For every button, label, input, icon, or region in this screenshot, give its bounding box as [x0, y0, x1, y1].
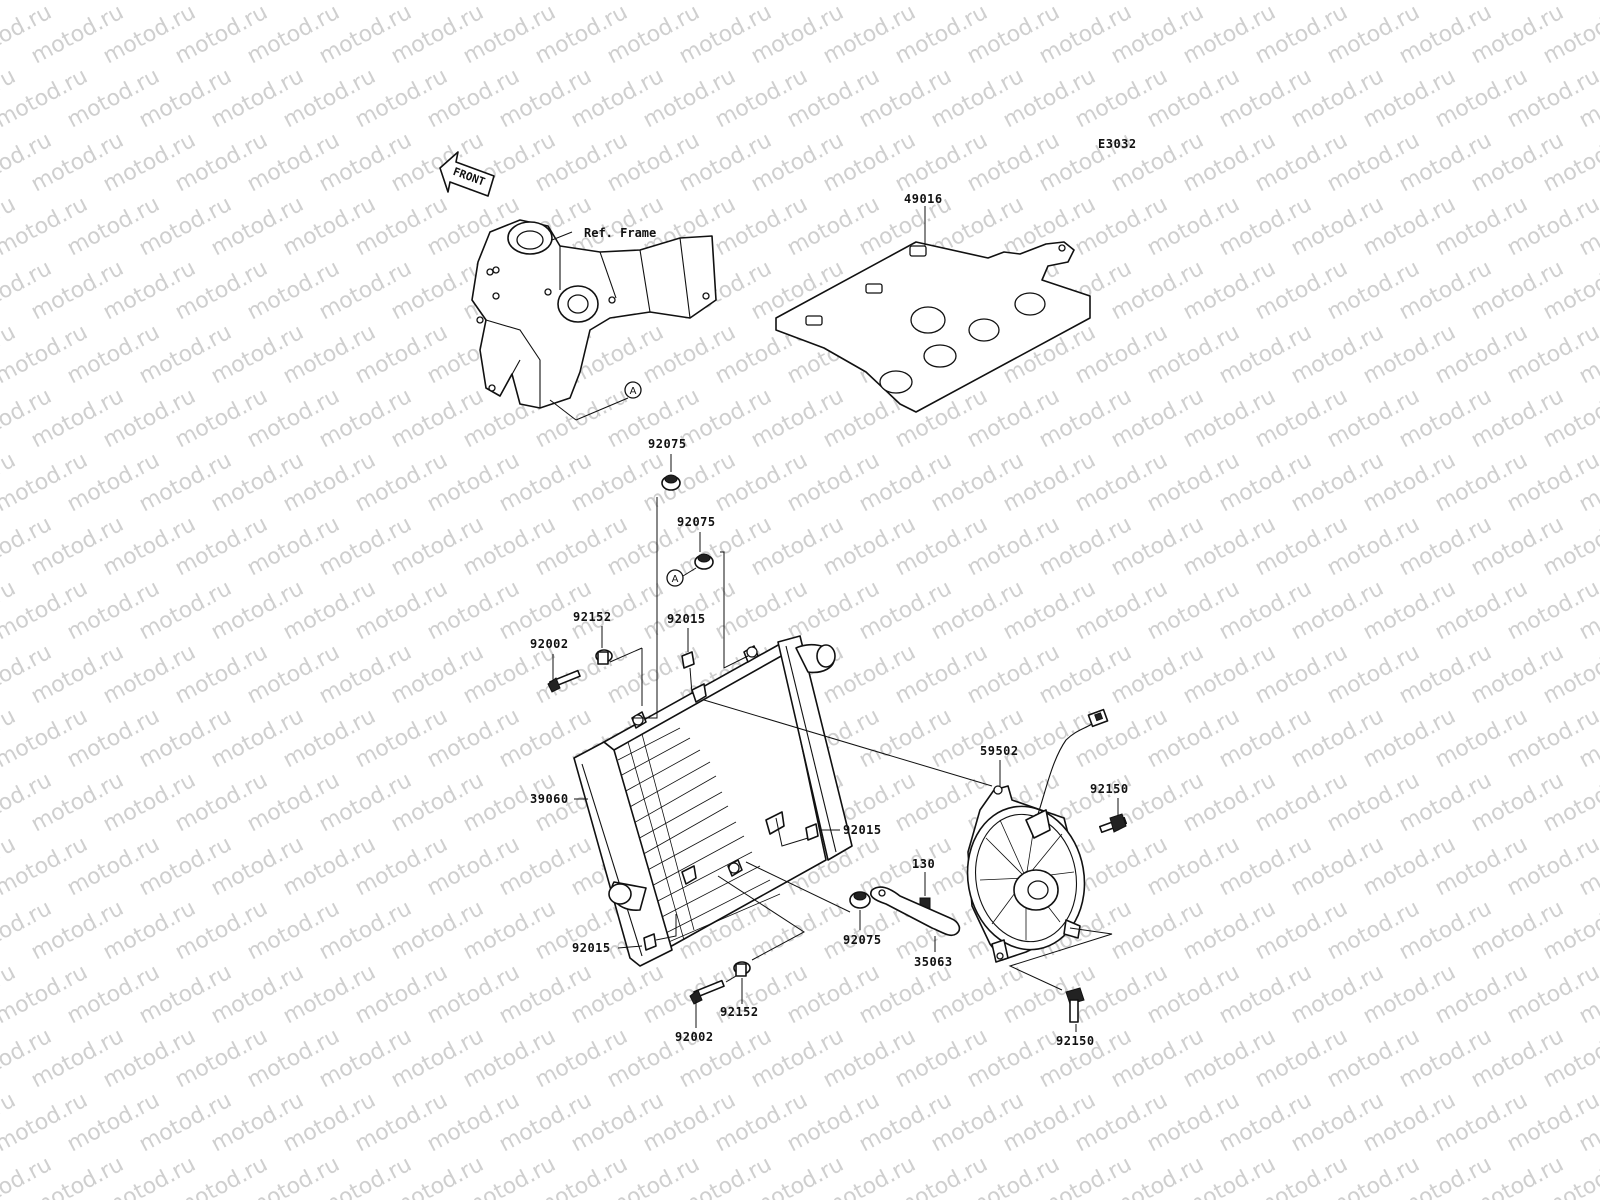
- part-label-92075-top: 92075: [648, 437, 687, 451]
- diagram-code: E3032: [1098, 137, 1137, 151]
- part-label-92015-mid: 92015: [843, 823, 882, 837]
- bolt-92002-top: [547, 669, 581, 693]
- part-label-92002-top: 92002: [530, 637, 569, 651]
- fan-59502-drawing: [966, 785, 1086, 963]
- bolt-92002-low: [689, 979, 725, 1005]
- part-label-49016: 49016: [904, 192, 943, 206]
- part-label-92150-top: 92150: [1090, 782, 1129, 796]
- bolt-92150-top: [1098, 813, 1128, 834]
- radiator-39060-drawing: [573, 635, 853, 967]
- clip-92015-mid: [805, 823, 819, 841]
- grommet-92075-top: [661, 474, 681, 491]
- part-label-92015-top: 92015: [667, 612, 706, 626]
- svg-text:A: A: [630, 386, 637, 397]
- clip-92015-top: [681, 651, 695, 669]
- part-label-92015-low: 92015: [572, 941, 611, 955]
- part-label-92002-low: 92002: [675, 1030, 714, 1044]
- grommet-92075-low: [849, 891, 871, 909]
- part-label-92075-low: 92075: [843, 933, 882, 947]
- connector-icon: [1087, 708, 1109, 728]
- part-label-39060: 39060: [530, 792, 569, 806]
- collar-92152-top: [595, 649, 613, 665]
- stay-35063-drawing: [870, 886, 961, 937]
- clip-92015-low: [643, 933, 657, 951]
- part-label-92075-mid: 92075: [677, 515, 716, 529]
- part-label-59502: 59502: [980, 744, 1019, 758]
- bolt-92150-low: [1065, 987, 1085, 1023]
- collar-92152-low: [733, 961, 751, 977]
- ref-frame-label: Ref. Frame: [584, 226, 656, 240]
- grommet-92075-mid: [694, 553, 714, 570]
- fan-wire: [1037, 719, 1097, 815]
- front-arrow-icon: FRONT: [439, 151, 495, 197]
- part-label-35063: 35063: [914, 955, 953, 969]
- part-label-92152-top: 92152: [573, 610, 612, 624]
- reference-frame-drawing: [471, 219, 717, 409]
- svg-text:A: A: [672, 574, 679, 585]
- ref-marker-a-frame: A: [624, 381, 642, 399]
- part-label-92150-low: 92150: [1056, 1034, 1095, 1048]
- ref-marker-a-radiator: A: [666, 569, 684, 587]
- plate-49016-drawing: [775, 241, 1091, 413]
- part-label-92152-low: 92152: [720, 1005, 759, 1019]
- part-label-130: 130: [912, 857, 935, 871]
